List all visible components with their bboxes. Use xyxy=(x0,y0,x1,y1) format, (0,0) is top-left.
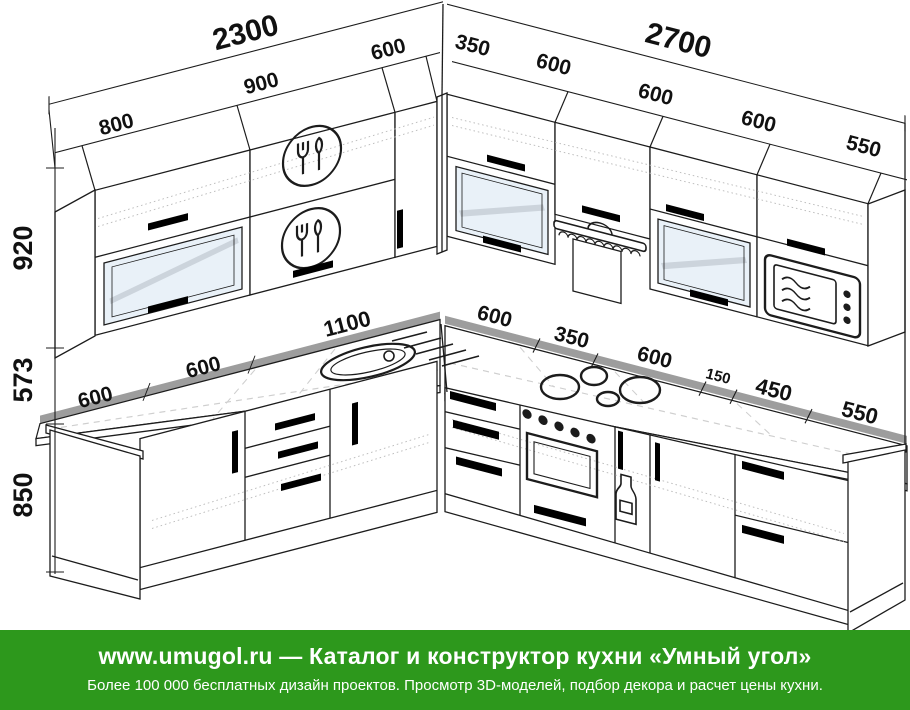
base-texture-right xyxy=(451,419,845,542)
microwave-icon xyxy=(763,254,862,339)
hood-cabinet xyxy=(554,121,651,240)
dim-label-600-r3: 600 xyxy=(739,106,779,137)
door-texture-left xyxy=(97,116,435,228)
dim-label-920: 920 xyxy=(8,225,38,270)
dim-label-top-left-total: 2300 xyxy=(209,8,282,57)
wall-corner-edge xyxy=(441,3,444,97)
end-panel-left xyxy=(49,429,141,600)
cooktop-icon xyxy=(539,365,662,408)
base-handles-right xyxy=(450,390,784,544)
left-run xyxy=(35,1,443,591)
wall-handles-left xyxy=(148,209,403,314)
dim-label-800: 800 xyxy=(97,109,137,140)
height-dimension-line xyxy=(46,109,64,574)
counter-end-right xyxy=(842,443,907,464)
kitchen-drawing: 2300 600 900 800 350 2700 600 600 600 55… xyxy=(8,1,908,632)
dim-label-600-r2: 600 xyxy=(636,79,676,110)
counter-corner-seam xyxy=(440,323,448,393)
base-handles-left xyxy=(232,401,358,491)
backsplash-strip-left xyxy=(40,311,440,424)
dim-label-corner-350: 350 xyxy=(453,30,493,61)
microwave-cabinet-550 xyxy=(756,174,869,347)
dimension-lines-left xyxy=(48,1,443,191)
site-subline: Более 100 000 бесплатных дизайн проектов… xyxy=(87,677,823,694)
backsplash-strip-right xyxy=(445,315,907,444)
dim-label-573: 573 xyxy=(8,357,38,402)
wall-side-panel-left xyxy=(54,188,96,360)
dimension-lines-right xyxy=(447,3,907,205)
wall-side-panel-right xyxy=(867,189,906,347)
oven-icon xyxy=(522,409,599,527)
hood-icon xyxy=(553,219,647,305)
sink-base-cabinet xyxy=(352,401,358,446)
glass-door-right-1 xyxy=(455,165,549,256)
dim-label-counter-150: 150 xyxy=(704,365,732,388)
site-headline: www.umugol.ru — Каталог и конструктор ку… xyxy=(98,643,812,669)
end-panel-right xyxy=(847,449,906,632)
bottle-icon xyxy=(615,473,637,526)
wall-handles-right xyxy=(483,154,825,307)
sink-icon xyxy=(320,342,416,382)
base-cabinets-right xyxy=(444,386,851,626)
right-run xyxy=(444,3,908,626)
dim-label-900: 900 xyxy=(242,68,282,99)
footer-banner: www.umugol.ru — Каталог и конструктор ку… xyxy=(0,630,910,710)
dim-label-550-top: 550 xyxy=(844,131,884,162)
dim-label-850: 850 xyxy=(8,472,38,517)
dim-label-600-r1: 600 xyxy=(534,49,574,80)
drainer-lines xyxy=(391,331,480,367)
overlays xyxy=(45,3,907,632)
dim-label-600-left: 600 xyxy=(369,34,409,65)
